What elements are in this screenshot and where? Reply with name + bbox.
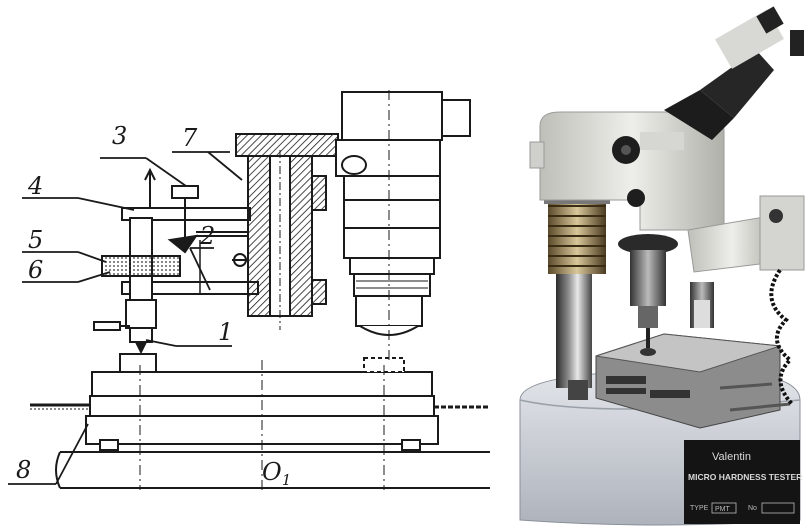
- xy-stage: [595, 333, 791, 429]
- label-1: 1: [218, 318, 233, 346]
- indenter-mechanism: [93, 167, 259, 355]
- part-labels: 3 7 4 2 5 6 1 8 O1: [16, 122, 291, 489]
- spring: [544, 192, 610, 274]
- technical-drawing: [8, 90, 490, 490]
- plate-model: MICRO HARDNESS TESTER: [688, 472, 802, 482]
- hardness-tester-photo: Valentin MICRO HARDNESS TESTER TYPE PMT …: [519, 6, 805, 526]
- label-7: 7: [182, 124, 198, 152]
- label-8: 8: [16, 456, 31, 484]
- label-2: 2: [199, 222, 215, 250]
- label-4: 4: [27, 172, 43, 200]
- name-plate: Valentin MICRO HARDNESS TESTER TYPE PMT …: [684, 440, 802, 524]
- label-3: 3: [112, 122, 127, 150]
- bracket-assembly: [232, 133, 339, 330]
- leader-lines: [8, 151, 243, 485]
- illuminator-arm: [687, 195, 805, 406]
- objective-column: [335, 90, 471, 360]
- label-6: 6: [28, 256, 43, 284]
- base-plates: [30, 353, 490, 490]
- plate-type-label: TYPE: [690, 505, 709, 512]
- plate-brand: Valentin: [712, 451, 751, 463]
- label-5: 5: [28, 226, 43, 254]
- axis-label: O1: [262, 458, 291, 489]
- objective-turret: [618, 234, 714, 356]
- main-housing: [529, 111, 725, 231]
- fine-focus-knob-icon: [627, 189, 645, 207]
- plate-type-value: PMT: [715, 506, 731, 513]
- eyepiece-tube: [664, 6, 804, 140]
- pillar: [556, 270, 592, 400]
- plate-no-label: No: [748, 505, 757, 512]
